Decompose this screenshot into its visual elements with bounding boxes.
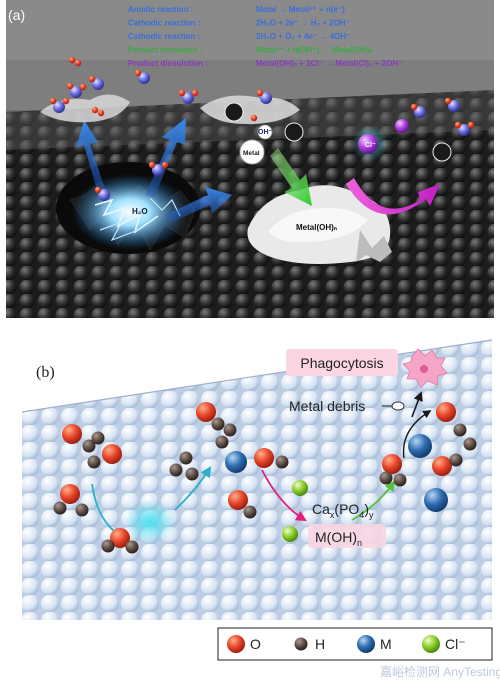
- metal-hydroxide-label: M(OH)n: [308, 524, 386, 548]
- water-molecules: [49, 56, 475, 201]
- watermark-text: 嘉峪检测网 AnyTesting.com: [380, 664, 500, 679]
- corrosion-pit-glow: [124, 500, 176, 544]
- legend-item: Cl⁻: [422, 635, 466, 653]
- chloride-label: Cl⁻: [365, 142, 376, 149]
- arrow-release-to-debris: [402, 410, 432, 459]
- panel-b: (b) Phagocytosis Metal debris Cax(PO4)y: [6, 322, 494, 622]
- legend-item: M: [357, 635, 392, 653]
- panel-a-label: (a): [8, 7, 25, 23]
- reaction-row: Cathodic reaction : 2H₂O + 2e⁻ → H₂ + 2OH…: [128, 19, 350, 28]
- legend-item: O: [227, 635, 261, 653]
- metal-ions: [224, 102, 452, 165]
- svg-text:M(OH)n: M(OH)n: [315, 529, 362, 548]
- arrow-products-release: [351, 480, 396, 521]
- arrow-up-right: [145, 118, 186, 198]
- product-label: Metal(OH)ₙ: [296, 223, 337, 232]
- legend-item: H: [294, 636, 325, 652]
- arrow-to-products: [261, 469, 307, 522]
- reaction-row: Product dissolution : Metal(OH)ₙ + 2Cl⁻ →…: [128, 59, 402, 68]
- bone-tissue-surface: [22, 340, 492, 620]
- reaction-row: Anodic reaction : Metal → Metalⁿ⁺ + n(e⁻): [128, 5, 345, 14]
- reaction-equation: Metalⁿ⁺ + n(OH⁻) → Metal(OH)ₙ: [256, 46, 373, 55]
- legend-label: M: [380, 636, 392, 652]
- arrow-up-left: [76, 120, 108, 200]
- reaction-name: Cathodic reaction :: [128, 32, 200, 41]
- legend: O H M Cl⁻: [217, 627, 493, 661]
- phagocytosis-box: Phagocytosis: [286, 349, 398, 376]
- legend-label: O: [250, 636, 261, 652]
- water-label: H₂O: [132, 207, 148, 216]
- magenta-arrow: [346, 178, 440, 215]
- macrophage-icon: [402, 348, 448, 388]
- metal-hydroxide-mound: [247, 185, 392, 264]
- reaction-equation: Metal(OH)ₙ + 2Cl⁻ → Metal(Cl)₂ + 2OH⁻: [256, 59, 402, 68]
- debris-to-phagocytosis-arrow: [411, 391, 423, 418]
- reaction-name: Anodic reaction :: [128, 5, 193, 14]
- panel-b-label: (b): [36, 364, 55, 381]
- reaction-row: Product formation : Metalⁿ⁺ + n(OH⁻) → Me…: [128, 46, 373, 55]
- reaction-equation: Metal → Metalⁿ⁺ + n(e⁻): [256, 5, 345, 14]
- reaction-name: Cathodic reaction :: [128, 19, 200, 28]
- legend-label: Cl⁻: [445, 636, 466, 652]
- reaction-name: Product formation :: [128, 46, 202, 55]
- calcium-phosphate-label: Cax(PO4)y: [312, 501, 374, 520]
- reaction-list: Anodic reaction : Metal → Metalⁿ⁺ + n(e⁻)…: [128, 5, 402, 68]
- legend-label: H: [315, 636, 325, 652]
- panel-a: Anodic reaction : Metal → Metalⁿ⁺ + n(e⁻)…: [6, 0, 494, 318]
- arrow-pit-to-metal: [174, 466, 212, 511]
- molecules-b: [53, 402, 477, 554]
- reaction-row: Cathodic reaction : 2H₂O + O₂ + 4e⁻ → 4OH…: [128, 32, 350, 41]
- chloride-ion: [352, 119, 409, 161]
- corrosion-pit: [56, 162, 200, 254]
- metal-label: Metal: [243, 150, 260, 157]
- green-arrow: [270, 148, 312, 206]
- legend-swatch: [294, 637, 308, 651]
- legend-swatch: [422, 635, 440, 653]
- svg-text:Cax(PO4)y: Cax(PO4)y: [312, 501, 374, 520]
- phagocytosis-label: Phagocytosis: [300, 355, 383, 371]
- debris-particle-icon: [391, 401, 405, 411]
- legend-swatch: [227, 635, 245, 653]
- reaction-name: Product dissolution :: [128, 59, 208, 68]
- arrow-right: [165, 187, 232, 223]
- reaction-equation: 2H₂O + O₂ + 4e⁻ → 4OH⁻: [256, 32, 350, 41]
- legend-swatch: [357, 635, 375, 653]
- hydroxide-label: OH⁻: [258, 129, 273, 136]
- reaction-equation: 2H₂O + 2e⁻ → H₂ + 2OH⁻: [256, 19, 350, 28]
- metal-debris-label: Metal debris: [289, 398, 365, 414]
